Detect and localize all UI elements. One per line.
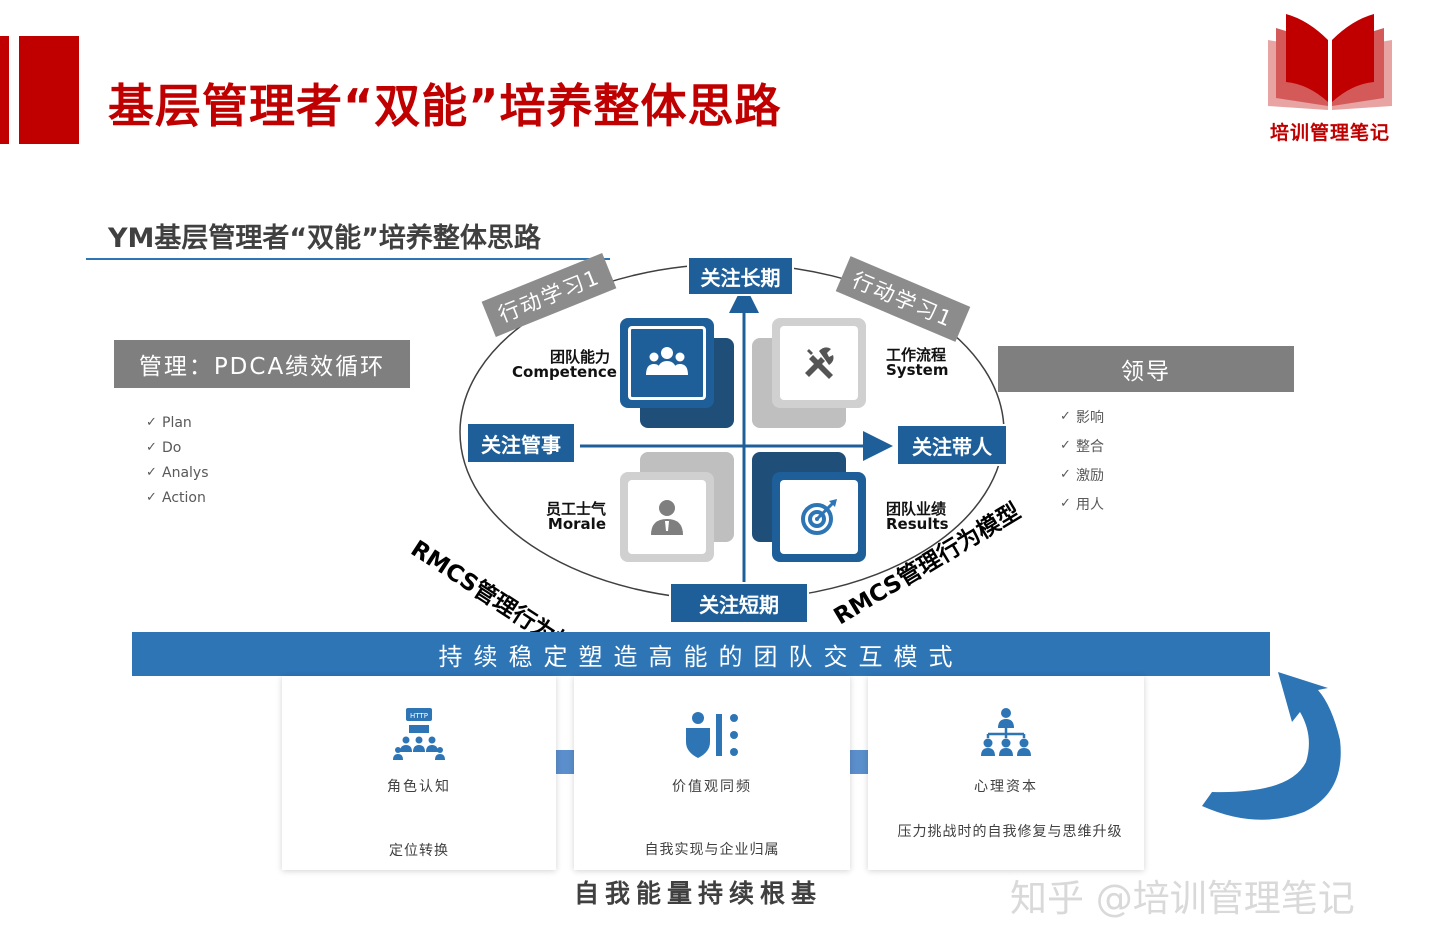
list-item: ✓Action <box>146 489 206 506</box>
list-item: ✓激励 <box>1060 467 1104 484</box>
brand-name: 培训管理笔记 <box>1269 122 1390 144</box>
watermark: 知乎 @培训管理笔记 <box>1010 877 1355 920</box>
list-item: ✓影响 <box>1060 409 1104 426</box>
diagram-subtitle: YM基层管理者“双能”培养整体思路 <box>108 223 541 254</box>
morale-label: 员工士气 Morale <box>545 500 606 533</box>
team-interaction-banner: 持续稳定塑造高能的团队交互模式 <box>132 632 1270 676</box>
pdca-heading: 管理：PDCA绩效循环 <box>114 340 410 388</box>
svg-text:HTTP: HTTP <box>410 712 428 720</box>
step-panel-role: HTTP 角色认知 定位转换 <box>282 676 556 870</box>
step-title: 价值观同频 <box>672 779 752 795</box>
results-card <box>772 472 866 562</box>
competence-label: 团队能力 Competence <box>512 348 617 381</box>
step-subtitle: 定位转换 <box>389 843 449 859</box>
check-icon: ✓ <box>146 415 157 430</box>
person-icon <box>651 500 683 535</box>
list-item: ✓Do <box>146 439 182 456</box>
leadership-heading: 领导 <box>998 346 1294 392</box>
pdca-checklist: ✓Plan ✓Do ✓Analys ✓Action <box>146 410 209 510</box>
list-item: ✓Analys <box>146 464 209 481</box>
list-item: ✓Plan <box>146 414 192 431</box>
step-title: 角色认知 <box>387 779 451 795</box>
team-icon <box>646 347 688 375</box>
org-chart-icon <box>981 708 1031 756</box>
subtitle-underline <box>86 258 610 260</box>
list-item: ✓整合 <box>1060 438 1104 455</box>
check-icon: ✓ <box>1060 467 1071 482</box>
step-panel-values: 价值观同频 自我实现与企业归属 <box>574 676 850 870</box>
morale-card <box>620 472 714 562</box>
check-icon: ✓ <box>146 490 157 505</box>
competence-card <box>620 318 714 408</box>
brand-logo: 培训管理笔记 <box>1262 10 1398 144</box>
check-icon: ✓ <box>1060 409 1071 424</box>
check-icon: ✓ <box>1060 496 1071 511</box>
step-title: 心理资本 <box>974 779 1038 795</box>
check-icon: ✓ <box>1060 438 1071 453</box>
target-icon <box>801 499 837 535</box>
leadership-checklist: ✓影响 ✓整合 ✓激励 ✓用人 <box>1060 402 1104 518</box>
axis-label-tasks: 关注管事 <box>466 422 576 464</box>
check-icon: ✓ <box>146 465 157 480</box>
axis-label-long-term: 关注长期 <box>687 256 794 296</box>
check-icon: ✓ <box>146 440 157 455</box>
step-subtitle: 压力挑战时的自我修复与思维升级 <box>897 824 1123 840</box>
page-title: 基层管理者“双能”培养整体思路 <box>108 79 782 133</box>
accent-bar <box>0 36 9 144</box>
step-panel-psychological: 心理资本 压力挑战时的自我修复与思维升级 <box>868 676 1144 870</box>
axis-label-short-term: 关注短期 <box>669 582 809 624</box>
return-arrow <box>1202 672 1341 820</box>
results-label: 团队业绩 Results <box>886 500 949 533</box>
book-icon <box>1268 14 1392 110</box>
tools-icon <box>805 347 834 379</box>
foundation-title: 自我能量持续根基 <box>574 879 823 908</box>
system-label: 工作流程 System <box>886 346 949 379</box>
accent-block <box>19 36 79 144</box>
shield-list-icon <box>686 712 738 758</box>
http-hierarchy-icon: HTTP <box>393 708 445 760</box>
list-item: ✓用人 <box>1060 496 1104 513</box>
axis-label-people: 关注带人 <box>896 424 1008 466</box>
system-card <box>772 318 866 408</box>
step-subtitle: 自我实现与企业归属 <box>644 842 780 858</box>
